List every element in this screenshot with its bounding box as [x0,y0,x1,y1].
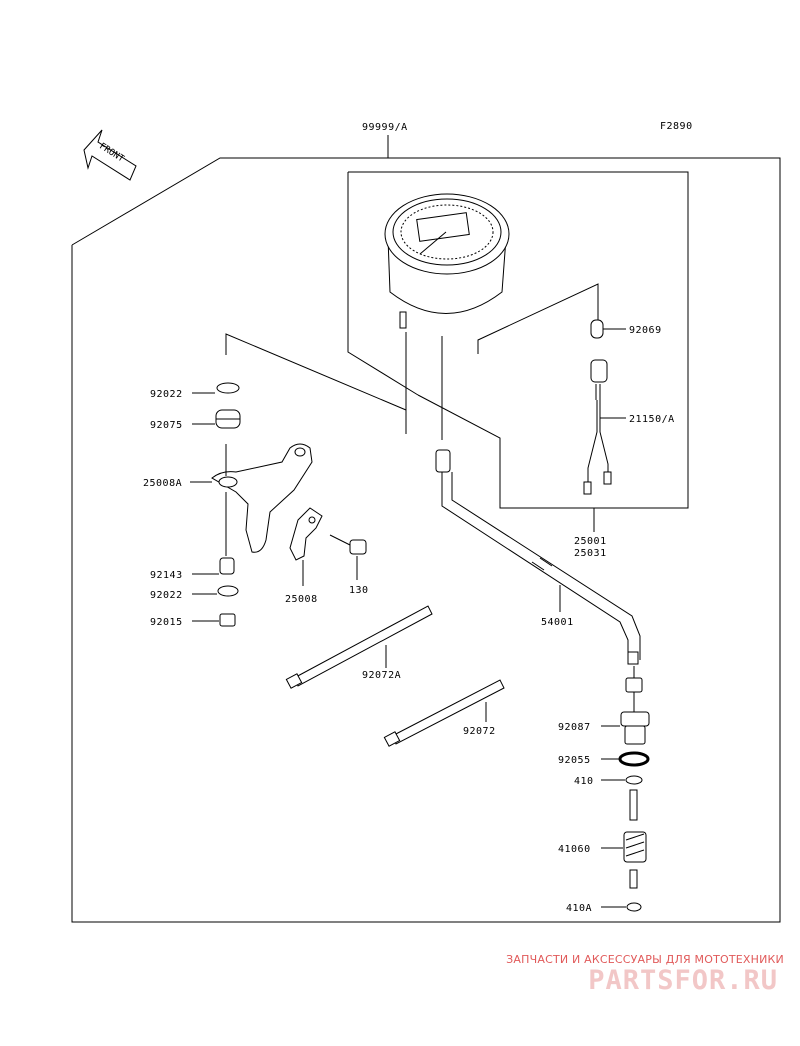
washer-icon [625,775,643,785]
drive-gear-icon [623,789,647,889]
bulb-icon [590,319,604,339]
wire-lead-icon [583,400,612,495]
cable-end-icon [625,677,643,693]
part-label-410: 410 [574,776,594,787]
fitting-icon [620,711,650,745]
part-label-25008a: 25008A [143,478,182,489]
part-label-92069: 92069 [629,325,662,336]
part-label-92022-bottom: 92022 [150,590,183,601]
watermark-logo: PARTSFOR.RU [588,965,778,996]
part-label-410a: 410A [566,903,592,914]
grommet-icon [215,409,241,429]
collar-icon [219,557,235,575]
part-label-92072: 92072 [463,726,496,737]
part-label-25008: 25008 [285,594,318,605]
part-label-92143: 92143 [150,570,183,581]
watermark-caption: ЗАПЧАСТИ И АКСЕССУАРЫ ДЛЯ МОТОТЕХНИКИ [506,953,784,966]
figure-code: F2890 [660,121,693,132]
part-label-92072a: 92072A [362,670,401,681]
part-label-92022-top: 92022 [150,389,183,400]
cable-clamp-icon [289,507,323,561]
part-label-92015: 92015 [150,617,183,628]
part-label-92075: 92075 [150,420,183,431]
cable-tie-icon [383,679,505,747]
part-label-92087: 92087 [558,722,591,733]
part-label-92055: 92055 [558,755,591,766]
bolt-icon [329,534,367,555]
part-label-21150a: 21150/A [629,414,675,425]
washer-icon [216,382,240,394]
part-label-130: 130 [349,585,369,596]
assembly-outline [71,157,781,923]
bulb-socket-icon [590,359,608,400]
washer-icon [626,902,642,912]
part-label-25031: 25031 [574,548,607,559]
washer-icon [217,585,239,597]
speedometer-icon [384,193,510,329]
nut-icon [219,613,236,627]
part-label-41060: 41060 [558,844,591,855]
speedometer-cable-icon [435,449,641,665]
front-arrow-icon: FRONT [83,129,137,181]
assembly-label: 99999/A [362,122,408,133]
cable-tie-icon [285,605,433,689]
part-label-54001: 54001 [541,617,574,628]
meter-bracket-icon [211,443,313,553]
o-ring-icon [618,751,650,767]
part-label-25001: 25001 [574,536,607,547]
